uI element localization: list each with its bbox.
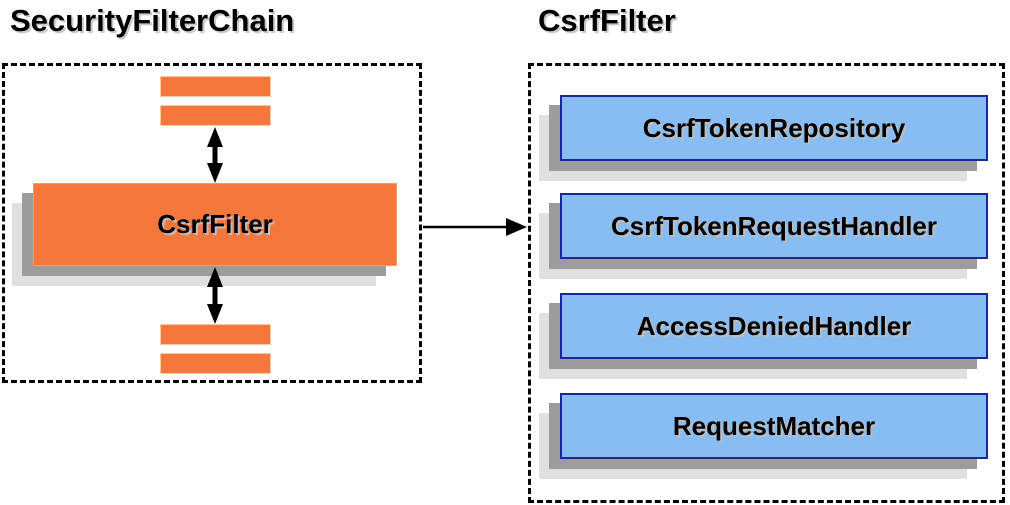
component-label: RequestMatcher bbox=[672, 410, 876, 441]
csrf-filter-title: CsrfFilter bbox=[538, 3, 676, 38]
security-filter-chain-title: SecurityFilterChain bbox=[10, 3, 295, 38]
csrf-filter-node: CsrfFilter bbox=[12, 183, 397, 286]
access-denied-handler-face: AccessDeniedHandler bbox=[560, 293, 988, 359]
csrf-token-request-handler-node: CsrfTokenRequestHandler bbox=[539, 193, 988, 279]
csrf-filter-node-label: CsrfFilter bbox=[157, 209, 273, 239]
component-label: CsrfTokenRequestHandler bbox=[610, 210, 938, 241]
csrf-filter-node-face: CsrfFilter bbox=[33, 183, 397, 266]
request-matcher-face: RequestMatcher bbox=[560, 393, 988, 459]
filter-stub-bar bbox=[160, 353, 271, 374]
component-label: CsrfTokenRepository bbox=[642, 112, 906, 143]
request-matcher-node: RequestMatcher bbox=[539, 393, 988, 479]
access-denied-handler-node: AccessDeniedHandler bbox=[539, 293, 988, 379]
csrf-token-request-handler-face: CsrfTokenRequestHandler bbox=[560, 193, 988, 259]
filter-stub-bar bbox=[160, 76, 271, 97]
csrf-token-repository-face: CsrfTokenRepository bbox=[560, 95, 988, 161]
csrf-token-repository-node: CsrfTokenRepository bbox=[539, 95, 988, 181]
flow-arrow-icon bbox=[423, 218, 527, 236]
filter-stub-bar bbox=[160, 324, 271, 345]
security-filter-chain-container: CsrfFilter bbox=[2, 63, 422, 383]
csrf-filter-components-container: CsrfTokenRepository CsrfTokenRequestHand… bbox=[528, 63, 1005, 503]
component-label: AccessDeniedHandler bbox=[636, 310, 912, 341]
filter-stub-bar bbox=[160, 105, 271, 126]
